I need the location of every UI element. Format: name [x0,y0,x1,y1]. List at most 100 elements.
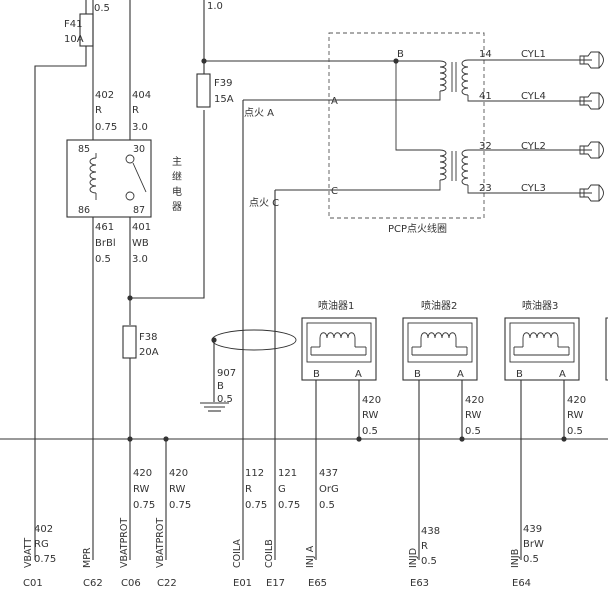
wire-ign-a [243,91,441,101]
injector-2 [402,317,478,381]
wire-404-gauge: 3.0 [132,122,148,133]
injector-3 [504,317,580,381]
relay-contact-87 [125,191,135,201]
ecu-signal-vbatt: VBATT [23,538,34,568]
junction-f39 [201,58,207,64]
wire-439-num: 439 [523,524,542,535]
ecu-pin-e17: E17 [266,578,285,589]
wire-461-color: BrBl [95,238,116,249]
wire-cyl3 [467,185,592,194]
junction-bus-inj1 [356,436,362,442]
wire-907-gauge: 0.5 [217,394,233,405]
wire-121-gauge: 0.75 [278,500,300,511]
wire-401-num: 401 [132,222,151,233]
ecu-signal-injd: INJD [408,548,419,568]
wire-112-gauge: 0.75 [245,500,267,511]
wire-438-color: R [421,541,428,552]
wire-907-ground [213,339,216,402]
wire-402-bot-color: RG [34,539,49,550]
injector-1 [301,317,377,381]
ignition-coil-label: PCP点火线圈 [388,222,447,235]
ecu-pin-c06: C06 [121,578,141,589]
ecu-pin-e64: E64 [512,578,531,589]
ecu-signal-injb: INJB [510,549,521,568]
coil2-primary [439,149,447,181]
spark-plug-icon-cyl3 [579,184,604,202]
wire-420-c22-gauge: 0.75 [169,500,191,511]
wire-420-inj1-gauge: 0.5 [362,426,378,437]
fuse-f38-name: F38 [139,332,157,343]
wire-420-inj3-color: RW [567,410,584,421]
fuse-f41: F41 10A [64,0,94,56]
wire-402-bot-num: 402 [34,524,53,535]
wire-420-inj2-num: 420 [465,395,484,406]
ecu-signal-vbatprot-c06: VBATPROT [119,518,130,568]
coil1-primary [439,60,447,92]
coil-out-41: 41 [479,91,492,102]
wire-439-color: BrW [523,539,544,550]
cyl1-label: CYL1 [521,49,546,60]
wire-404-color: R [132,105,139,116]
wire-420-inj1-num: 420 [362,395,381,406]
coil-pin-c: C [331,186,338,197]
ecu-signal-inja: INJ A [305,545,316,568]
wire-461-num: 461 [95,222,114,233]
wire-420-inj3-num: 420 [567,395,586,406]
ecu-pin-e63: E63 [410,578,429,589]
wire-420-inj3-gauge: 0.5 [567,426,583,437]
ecu-pin-e65: E65 [308,578,327,589]
injector-3-pin-a: A [559,369,566,380]
wire-401-gauge: 3.0 [132,254,148,265]
main-relay: 85 30 86 87 [66,139,152,218]
ecu-signal-vbatprot-c22: VBATPROT [155,518,166,568]
wire-112-color: R [245,484,252,495]
wire-437-color: OrG [319,484,339,495]
injector-3-name: 喷油器3 [522,299,558,312]
fuse-f39-rating: 15A [214,94,234,105]
wire-420-c06-gauge: 0.75 [133,500,155,511]
wire-shield-ellipse [211,329,297,351]
relay-contact-30 [125,154,135,164]
relay-coil [89,157,97,194]
wire-438-num: 438 [421,526,440,537]
fuse-f38-rating: 20A [139,347,159,358]
fuse-f41-name: F41 [64,19,82,30]
ignition-coil-box [328,32,485,219]
wire-402-color: R [95,105,102,116]
injector-1-pin-b: B [313,369,320,380]
coil-out-14: 14 [479,49,492,60]
coil-pin-a: A [331,96,338,107]
injector-2-name: 喷油器2 [421,299,457,312]
coil-out-23: 23 [479,183,492,194]
ecu-pin-c62: C62 [83,578,103,589]
cyl4-label: CYL4 [521,91,546,102]
wire-402-bot-gauge: 0.75 [34,554,56,565]
wire-438-gauge: 0.5 [421,556,437,567]
relay-title-4: 器 [172,201,182,213]
wire-420-c22-num: 420 [169,468,188,479]
wire-420-inj2-color: RW [465,410,482,421]
wire-420-inj2-gauge: 0.5 [465,426,481,437]
ign-a-label: 点火 A [244,107,274,119]
wire-112-num: 112 [245,468,264,479]
ecu-pin-c01: C01 [23,578,43,589]
wire-402-num: 402 [95,90,114,101]
wire-461-gauge: 0.5 [95,254,111,265]
wire-ign-c [275,180,441,191]
wire-vbatt [34,56,87,560]
coil-pin-b: B [397,49,404,60]
wire-420-c06-color: RW [133,484,150,495]
ecu-signal-coila: COILA [232,539,243,568]
junction-shield [211,337,217,343]
fuse-f39-name: F39 [214,78,232,89]
ecu-pin-c22: C22 [157,578,177,589]
fuse-f38: F38 20A [122,325,159,359]
relay-pin-30: 30 [133,144,145,155]
junction-bus-inj3 [561,436,567,442]
wire-420-c22-color: RW [169,484,186,495]
injector-2-pin-b: B [414,369,421,380]
wire-121-color: G [278,484,286,495]
wire-121-num: 121 [278,468,297,479]
spark-plug-icon-cyl4 [579,92,604,110]
